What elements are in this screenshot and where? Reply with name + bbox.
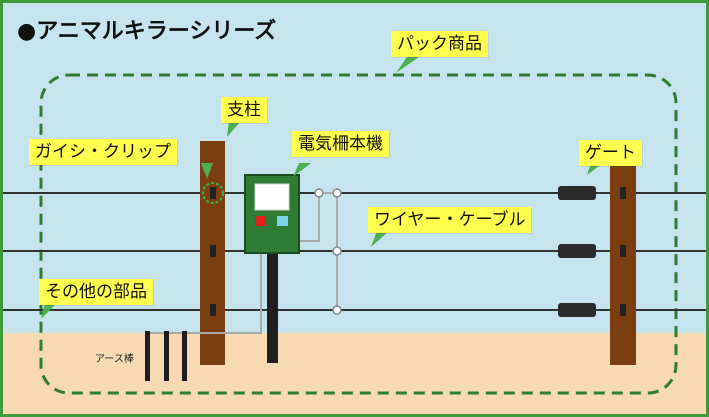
insulator-clip [620,245,626,257]
callout-pointer [41,303,57,319]
insulator-highlight-icon [202,182,224,204]
wire-connector [332,188,342,198]
label-other-parts: その他の部品 [39,279,153,305]
insulator-clip [210,304,216,316]
ground-rod [164,331,169,381]
gate-handle [558,303,596,317]
ground-rod [145,331,150,381]
label-wire-cable: ワイヤー・ケーブル [368,207,532,233]
insulator-clip [620,304,626,316]
wire-connector [314,188,324,198]
wire-connector [332,246,342,256]
callout-pointer [201,163,213,179]
insulator-clip [620,187,626,199]
label-energizer: 電気柵本機 [292,131,389,157]
label-insulator-clip: ガイシ・クリップ [29,139,177,165]
label-pack-products: パック商品 [391,31,488,57]
label-ground-rod: アース棒 [95,354,134,365]
insulator-clip [210,245,216,257]
ground-area [3,333,706,414]
callout-pointer [587,163,603,175]
red-terminal [255,216,266,226]
callout-pointer [371,231,389,247]
callout-pointer [227,121,241,137]
fence-diagram [3,57,706,395]
blue-terminal [277,216,288,226]
label-gate: ゲート [579,140,642,166]
energizer-stand [267,253,278,363]
ground-rod [182,331,187,381]
callout-pointer [396,57,419,73]
gate-handle [558,244,596,258]
wire-connector [332,305,342,315]
page-title: ●アニマルキラーシリーズ [17,19,277,44]
insulator-clip [210,187,216,199]
gate-handle [558,186,596,200]
pack-product-outline [39,73,678,395]
callout-pointer [293,163,311,177]
label-post: 支柱 [221,97,267,123]
energizer-display [254,183,290,211]
